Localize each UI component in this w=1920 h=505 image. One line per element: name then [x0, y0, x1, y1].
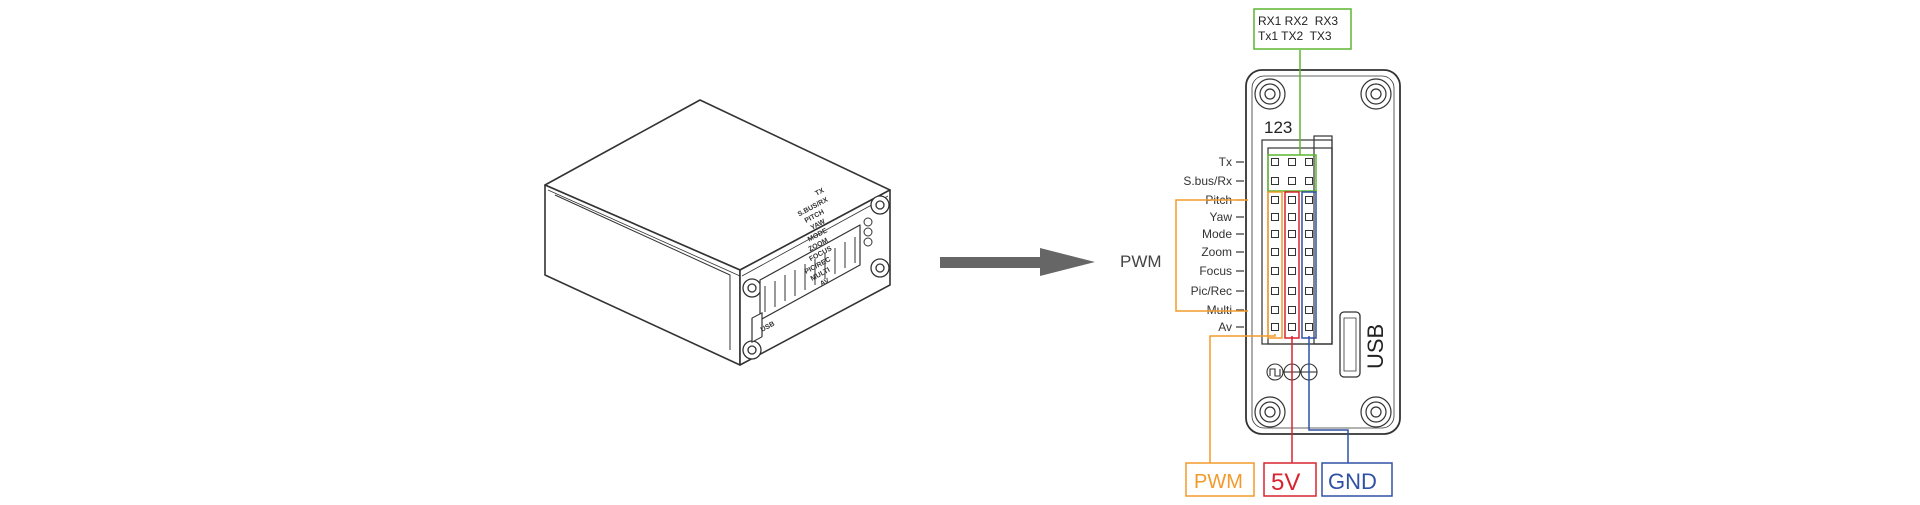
pwm-column-highlight — [1267, 191, 1283, 339]
pin-label-5: Mode — [1202, 227, 1232, 241]
pin-r7-c2 — [1288, 267, 1296, 275]
pin-label-8: Pic/Rec — [1191, 284, 1232, 298]
direction-arrow — [940, 248, 1095, 276]
pin-r2-c3 — [1305, 177, 1313, 185]
device-screw-holes — [742, 195, 890, 360]
pin-r6-c3 — [1305, 248, 1313, 256]
device-pin-header — [764, 237, 856, 312]
pin-label-7: Focus — [1199, 264, 1232, 278]
pin-r5-c2 — [1288, 230, 1296, 238]
pin-r8-c2 — [1288, 287, 1296, 295]
gnd-wire — [1308, 336, 1349, 463]
uart-pin-highlight — [1267, 154, 1317, 192]
legend-pwm-label: PWM — [1194, 471, 1243, 493]
pin-grid — [1271, 158, 1313, 331]
uart-label-line1: RX1 RX2 RX3 — [1258, 14, 1338, 28]
legend-5v-box — [1263, 462, 1317, 497]
pin-label-6: Zoom — [1201, 245, 1232, 259]
pin-r10-c2 — [1288, 323, 1296, 331]
pin-r1-c1 — [1271, 158, 1279, 166]
pin-label-list: TxS.bus/RxPitchYawModeZoomFocusPic/RecMu… — [1183, 155, 1244, 334]
pin-r2-c2 — [1288, 177, 1296, 185]
pin-r9-c2 — [1288, 306, 1296, 314]
pin-r9-c1 — [1271, 306, 1279, 314]
legend-pwm-box — [1185, 462, 1255, 497]
usb-label: USB — [1363, 324, 1388, 369]
board-mounting-holes — [1254, 78, 1392, 428]
legend: PWM 5V GND — [1185, 462, 1393, 497]
pin-r3-c1 — [1271, 196, 1279, 204]
pin-r10-c3 — [1305, 323, 1313, 331]
device-side-icons — [863, 217, 873, 247]
device-side-labels: TX S.BUS/RX PITCH YAW MODE ZOOM FOCUS PI… — [797, 187, 834, 288]
pin-label-4: Yaw — [1210, 210, 1233, 224]
pwm-group-label: PWM — [1120, 252, 1162, 271]
pin-r3-c2 — [1288, 196, 1296, 204]
pwm-bracket — [1175, 199, 1248, 312]
device-label-av: AV — [819, 277, 831, 288]
pwm-wire — [1209, 334, 1276, 463]
pin-label-9: Multi — [1207, 303, 1232, 317]
legend-gnd-label: GND — [1328, 469, 1377, 494]
usb-port — [1339, 311, 1361, 378]
pin-r1-c3 — [1305, 158, 1313, 166]
legend-5v-label: 5V — [1271, 469, 1300, 496]
pin-r9-c3 — [1305, 306, 1313, 314]
pin-label-10: Av — [1218, 320, 1232, 334]
pin-r7-c3 — [1305, 267, 1313, 275]
pin-r8-c3 — [1305, 287, 1313, 295]
pin-r6-c2 — [1288, 248, 1296, 256]
device-label-tx: TX — [814, 187, 825, 198]
uart-label-line2: Tx1 TX2 TX3 — [1258, 29, 1332, 43]
pin-label-1: Tx — [1219, 155, 1232, 169]
pin-r4-c1 — [1271, 213, 1279, 221]
pin-r3-c3 — [1305, 196, 1313, 204]
pin-r1-c2 — [1288, 158, 1296, 166]
device-illustration — [544, 99, 891, 366]
pin-r5-c1 — [1271, 230, 1279, 238]
header-number: 123 — [1264, 118, 1292, 137]
pin-r4-c2 — [1288, 213, 1296, 221]
pin-r10-c1 — [1271, 323, 1279, 331]
pin-r4-c3 — [1305, 213, 1313, 221]
pin-r2-c1 — [1271, 177, 1279, 185]
uart-label-box — [1253, 8, 1352, 50]
pin-r7-c1 — [1271, 267, 1279, 275]
pin-r8-c1 — [1271, 287, 1279, 295]
pin-r5-c3 — [1305, 230, 1313, 238]
pin-r6-c1 — [1271, 248, 1279, 256]
legend-gnd-box — [1321, 462, 1393, 497]
pin-label-2: S.bus/Rx — [1183, 174, 1232, 188]
